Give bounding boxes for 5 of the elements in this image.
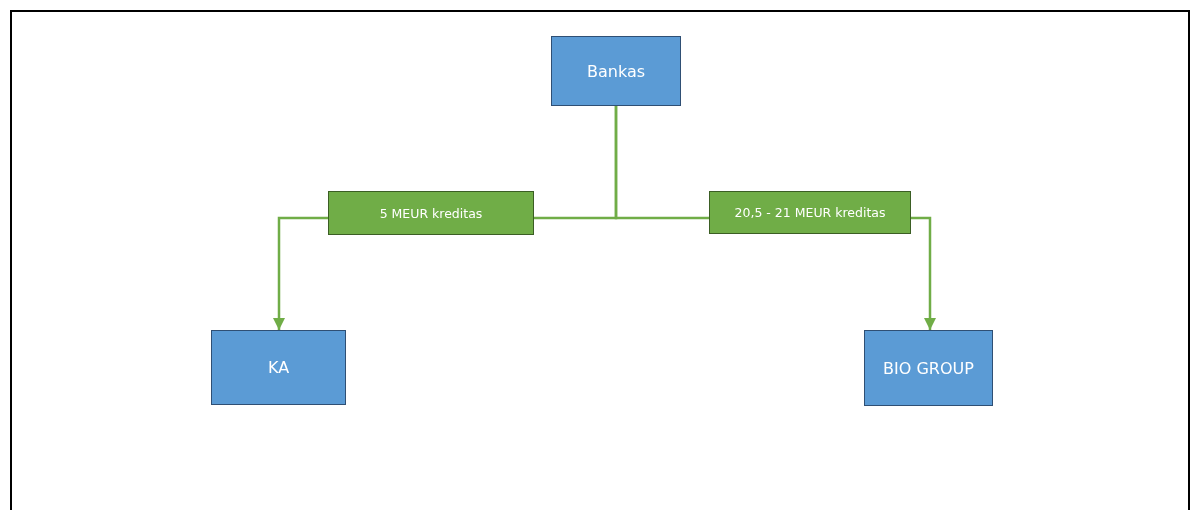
edge-label: 5 MEUR kreditas	[328, 191, 534, 235]
entity-box: Bankas	[551, 36, 681, 106]
entity-box: KA	[211, 330, 346, 405]
entity-box: BIO GROUP	[864, 330, 993, 406]
edge-label: 20,5 - 21 MEUR kreditas	[709, 191, 911, 234]
